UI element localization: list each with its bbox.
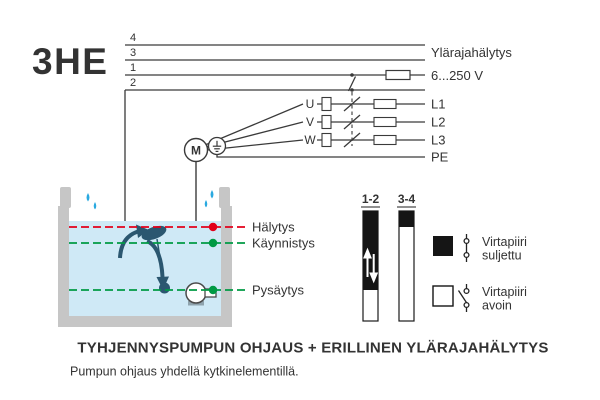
terminal-box-w — [321, 132, 332, 148]
terminal-number-3: 3 — [130, 47, 136, 59]
inlet-pipe-right — [219, 187, 230, 208]
terminal-number-2: 2 — [130, 77, 136, 89]
terminal-box-u — [321, 96, 332, 112]
blade-l2 — [343, 114, 361, 130]
contactor — [321, 73, 397, 148]
bar-3-4-outline — [398, 210, 415, 322]
pump-body — [185, 282, 207, 304]
caption-subtitle: Pumpun ohjaus yhdellä kytkinelementillä. — [70, 365, 299, 379]
legend-closed-swatch — [433, 236, 453, 256]
control-contact-dot — [350, 88, 354, 92]
level-lines: Hälytys Käynnistys Pysäytys — [69, 220, 315, 298]
water-drop-icon — [93, 202, 97, 210]
float-rise-arrow-icon — [118, 229, 139, 259]
float-weight — [159, 282, 170, 294]
phase-label-v: V — [306, 115, 314, 129]
float-rise-arrowhead — [136, 224, 149, 238]
label-l1: L1 — [431, 97, 445, 112]
bar-3-4-closed-segment — [399, 211, 414, 227]
right-labels: Ylärajahälytys 6...250 V L1 L2 L3 PE — [431, 45, 512, 165]
bar-label-1-2: 1-2 — [362, 192, 380, 206]
legend-open-text-1: Virtapiiri — [482, 285, 527, 299]
hysteresis-arrows — [363, 247, 379, 284]
fuse-l3-icon — [373, 134, 397, 146]
label-pe: PE — [431, 150, 449, 165]
float-body — [141, 225, 167, 241]
control-contact-dot — [350, 73, 354, 77]
brand-logo: 3HE — [32, 41, 108, 82]
down-arrow-icon — [369, 272, 379, 284]
water-drop-icon — [86, 193, 90, 202]
alarm-level-label: Hälytys — [252, 220, 295, 235]
terminal-number-1: 1 — [130, 62, 136, 74]
legend-open-swatch — [432, 285, 454, 307]
alarm-level-dot — [208, 222, 218, 232]
phase-label-u: U — [306, 97, 315, 111]
legend-closed-text-1: Virtapiiri — [482, 235, 527, 249]
inlet-pipe-left — [60, 187, 71, 208]
float-tether — [156, 238, 165, 284]
motor-circle — [183, 137, 209, 163]
closed-contact-icon — [463, 234, 470, 262]
water-drop-icon — [210, 190, 214, 199]
label-alarm-output: Ylärajahälytys — [431, 45, 512, 60]
start-level-dot — [208, 238, 218, 248]
label-l2: L2 — [431, 115, 445, 130]
label-l3: L3 — [431, 133, 445, 148]
contact-state-bars: 1-2 3-4 — [361, 192, 416, 322]
tank-floor — [58, 316, 232, 327]
earth-icon — [212, 140, 222, 152]
label-voltage: 6...250 V — [431, 68, 483, 83]
water-drop-icon — [204, 200, 208, 208]
legend-open-text-2: avoin — [482, 299, 512, 313]
caption-title: TYHJENNYSPUMPUN OHJAUS + ERILLINEN YLÄRA… — [77, 340, 548, 357]
sump-tank — [58, 187, 232, 327]
fuse-l1-icon — [373, 98, 397, 110]
pe-wire — [216, 154, 425, 158]
terminal-box-v — [321, 114, 332, 130]
blade-l1 — [343, 96, 361, 112]
up-arrow-icon — [363, 247, 372, 259]
motor-letter: M — [191, 144, 201, 158]
legend: Virtapiiri suljettu Virtapiiri avoin — [432, 234, 527, 313]
stop-level-label: Pysäytys — [252, 283, 305, 298]
stop-level-dot — [208, 285, 218, 295]
fuse-l2-icon — [373, 116, 397, 128]
start-level-label: Käynnistys — [252, 236, 315, 251]
control-fuse-icon — [385, 69, 411, 81]
water-drops — [86, 190, 214, 210]
terminal-number-4: 4 — [130, 32, 136, 44]
tank-wall-left — [58, 206, 69, 327]
phase-letters: U V W — [304, 97, 316, 147]
phase-label-w: W — [304, 133, 316, 147]
phase-lines — [317, 103, 425, 141]
terminal-numbers: 4 3 1 2 — [130, 32, 136, 89]
open-contact-icon — [457, 284, 470, 312]
legend-closed-text-2: suljettu — [482, 249, 522, 263]
blade-control — [347, 76, 357, 92]
terminal-wires — [124, 44, 425, 251]
bar-label-3-4: 3-4 — [398, 192, 416, 206]
float-switch — [118, 224, 170, 294]
tank-wall-right — [221, 206, 232, 327]
